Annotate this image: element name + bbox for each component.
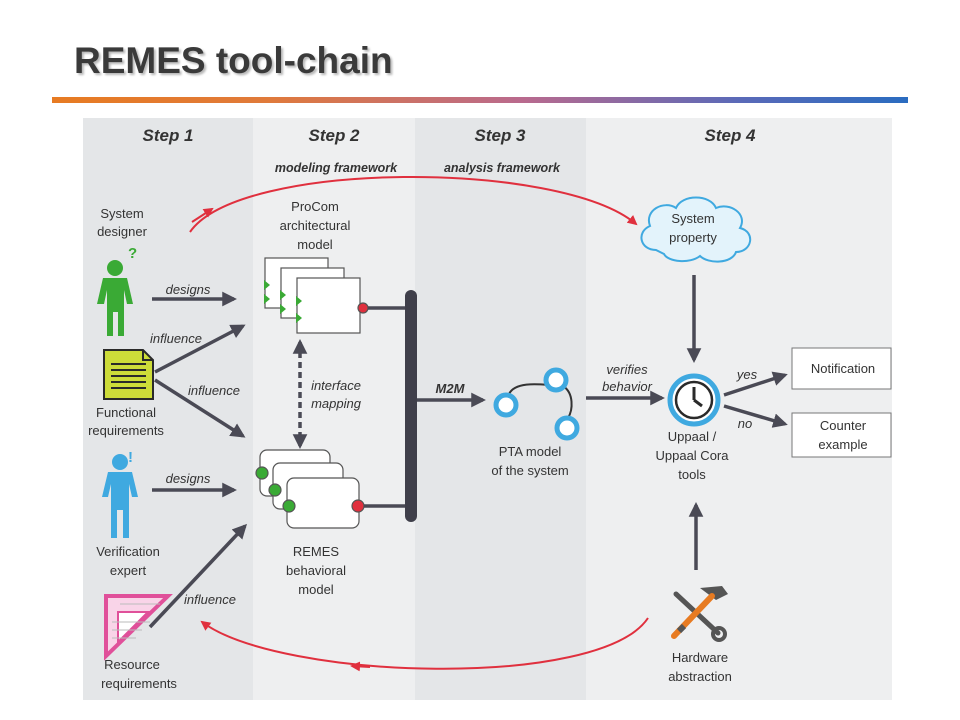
step-3-label: Step 3 (474, 126, 526, 145)
functional-requirements-label-1: Functional (96, 405, 156, 420)
influence-arrow-1 (154, 324, 246, 374)
hardware-arc-mid-arrow (350, 661, 371, 672)
influence-label-3: influence (184, 592, 236, 607)
step-1-label: Step 1 (142, 126, 193, 145)
system-property-label-2: property (669, 230, 717, 245)
remes-label-2: behavioral (286, 563, 346, 578)
system-property-cloud-icon (640, 196, 751, 263)
verifies-label-1: verifies (606, 362, 648, 377)
yes-label: yes (736, 367, 758, 382)
designer-arc-start-arrow (191, 207, 214, 223)
system-designer-label-2: designer (97, 224, 148, 239)
title-divider (52, 97, 908, 103)
influence-arrow-3 (148, 523, 248, 629)
step-4-label: Step 4 (704, 126, 756, 145)
remes-model-icon (255, 449, 365, 529)
uppaal-clock-icon (667, 373, 721, 427)
uppaal-label-2: Uppaal Cora (656, 448, 730, 463)
remes-label-3: model (298, 582, 334, 597)
procom-model-icon (264, 257, 369, 334)
system-designer-label-1: System (100, 206, 143, 221)
slide-title: REMES tool-chain (74, 40, 393, 81)
pta-label-2: of the system (491, 463, 568, 478)
question-mark: ? (128, 245, 137, 262)
interface-mapping-label-1: interface (311, 378, 361, 393)
no-arrow (723, 404, 788, 428)
designs-label-top: designs (166, 282, 211, 297)
procom-label-1: ProCom (291, 199, 339, 214)
modeling-framework-label: modeling framework (275, 161, 398, 175)
pta-label-1: PTA model (499, 444, 562, 459)
procom-label-3: model (297, 237, 333, 252)
hardware-to-requirements-arc (200, 617, 649, 670)
no-label: no (738, 416, 752, 431)
verifies-label-2: behavior (602, 379, 653, 394)
designs-label-bottom: designs (166, 471, 211, 486)
exclamation-mark: ! (128, 449, 133, 466)
verification-expert-icon (102, 454, 138, 538)
system-property-label-1: System (671, 211, 714, 226)
counter-example-label-2: example (818, 437, 867, 452)
uppaal-label-3: tools (678, 467, 706, 482)
functional-requirements-icon (103, 349, 154, 400)
pta-model-icon (493, 367, 580, 441)
counter-example-box (791, 412, 892, 458)
hardware-abstraction-label-2: abstraction (668, 669, 732, 684)
column-step-2 (253, 118, 415, 700)
notification-box (791, 347, 892, 390)
verification-expert-label-1: Verification (96, 544, 160, 559)
system-designer-icon (97, 260, 133, 336)
resource-requirements-label-1: Resource (104, 657, 160, 672)
m2m-label: M2M (436, 381, 466, 396)
analysis-framework-label: analysis framework (444, 161, 561, 175)
hardware-tools-icon (671, 586, 728, 642)
notification-label: Notification (811, 361, 875, 376)
verification-expert-label-2: expert (110, 563, 147, 578)
influence-arrow-2 (154, 378, 246, 438)
counter-example-label-1: Counter (820, 418, 867, 433)
procom-label-2: architectural (280, 218, 351, 233)
influence-label-2: influence (188, 383, 240, 398)
step-2-label: Step 2 (308, 126, 360, 145)
resource-requirements-label-2: requirements (101, 676, 177, 691)
functional-requirements-label-2: requirements (88, 423, 164, 438)
hardware-abstraction-label-1: Hardware (672, 650, 728, 665)
remes-label-1: REMES (293, 544, 340, 559)
uppaal-label-1: Uppaal / (668, 429, 717, 444)
influence-label-1: influence (150, 331, 202, 346)
resource-requirements-icon (104, 594, 173, 661)
step-columns (83, 118, 892, 700)
merge-bar (405, 290, 417, 522)
designer-to-property-arc (189, 175, 638, 233)
interface-mapping-label-2: mapping (311, 396, 362, 411)
yes-arrow (723, 371, 788, 397)
